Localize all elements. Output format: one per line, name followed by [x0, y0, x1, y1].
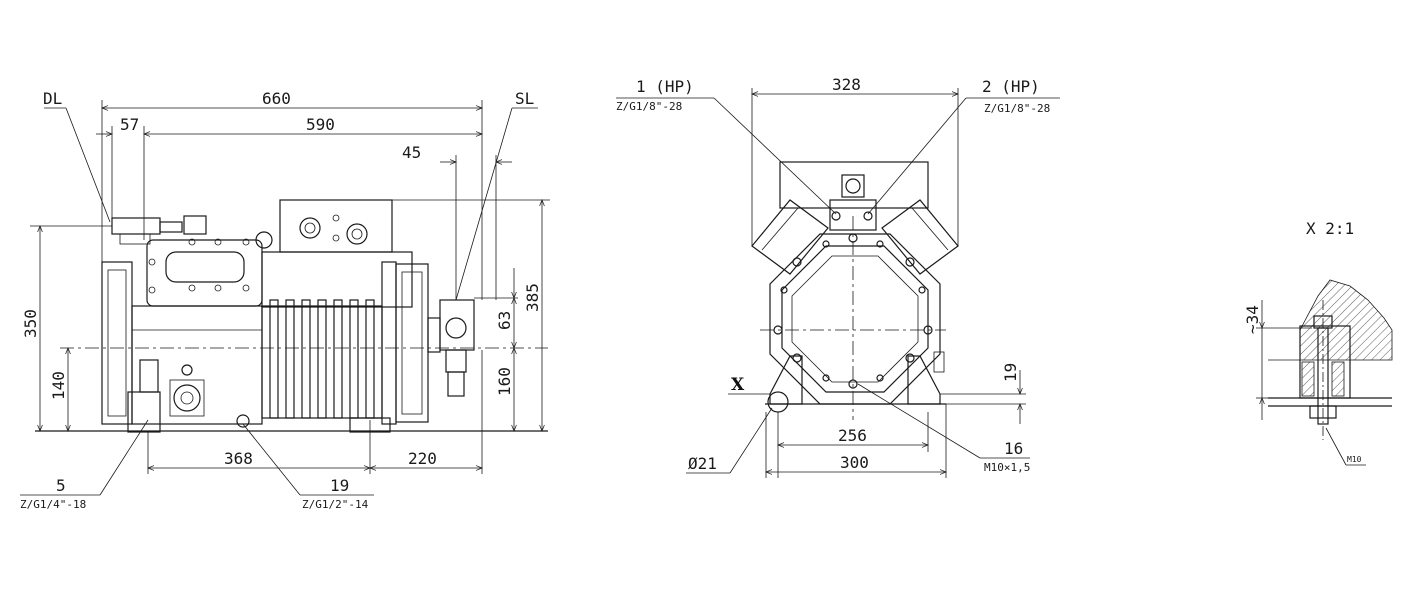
hp2-label: 2 (HP) — [982, 77, 1040, 96]
dim-590: 590 — [306, 115, 335, 134]
dim-368: 368 — [224, 449, 253, 468]
side-view: DL SL 660 57 590 45 350 140 385 — [20, 89, 550, 511]
port5-thread: Z/G1/4"-18 — [20, 498, 86, 511]
dim-160: 160 — [495, 367, 514, 396]
port19-thread: Z/G1/2"-14 — [302, 498, 369, 511]
port5-number: 5 — [56, 476, 66, 495]
port16-number: 16 — [1004, 439, 1023, 458]
dim-660: 660 — [262, 89, 291, 108]
hp1-thread: Z/G1/8"-28 — [616, 100, 682, 113]
sl-label: SL — [515, 89, 534, 108]
dim-hole-dia: Ø21 — [688, 454, 717, 473]
dim-19: 19 — [1001, 363, 1020, 382]
dim-140: 140 — [49, 371, 68, 400]
bolt-label: M10 — [1347, 455, 1362, 464]
dim-300: 300 — [840, 453, 869, 472]
dim-63: 63 — [495, 311, 514, 330]
dim-45: 45 — [402, 143, 421, 162]
detail-view: X 2:1 ~34 M10 — [1243, 219, 1393, 466]
hp2-thread: Z/G1/8"-28 — [984, 102, 1050, 115]
hp1-label: 1 (HP) — [636, 77, 694, 96]
detail-title: X 2:1 — [1306, 219, 1354, 238]
port16-thread: M10×1,5 — [984, 461, 1030, 474]
dim-220: 220 — [408, 449, 437, 468]
front-view: 328 1 (HP) Z/G1/8"-28 2 (HP) Z/G1/8"-28 … — [616, 75, 1060, 478]
dim-57: 57 — [120, 115, 139, 134]
dl-label: DL — [43, 89, 62, 108]
port19-number: 19 — [330, 476, 349, 495]
dim-328: 328 — [832, 75, 861, 94]
dim-350: 350 — [21, 309, 40, 338]
x-view-marker: X — [731, 375, 745, 395]
dim-256: 256 — [838, 426, 867, 445]
detail-dim-34: ~34 — [1243, 305, 1262, 334]
dim-385: 385 — [523, 283, 542, 312]
